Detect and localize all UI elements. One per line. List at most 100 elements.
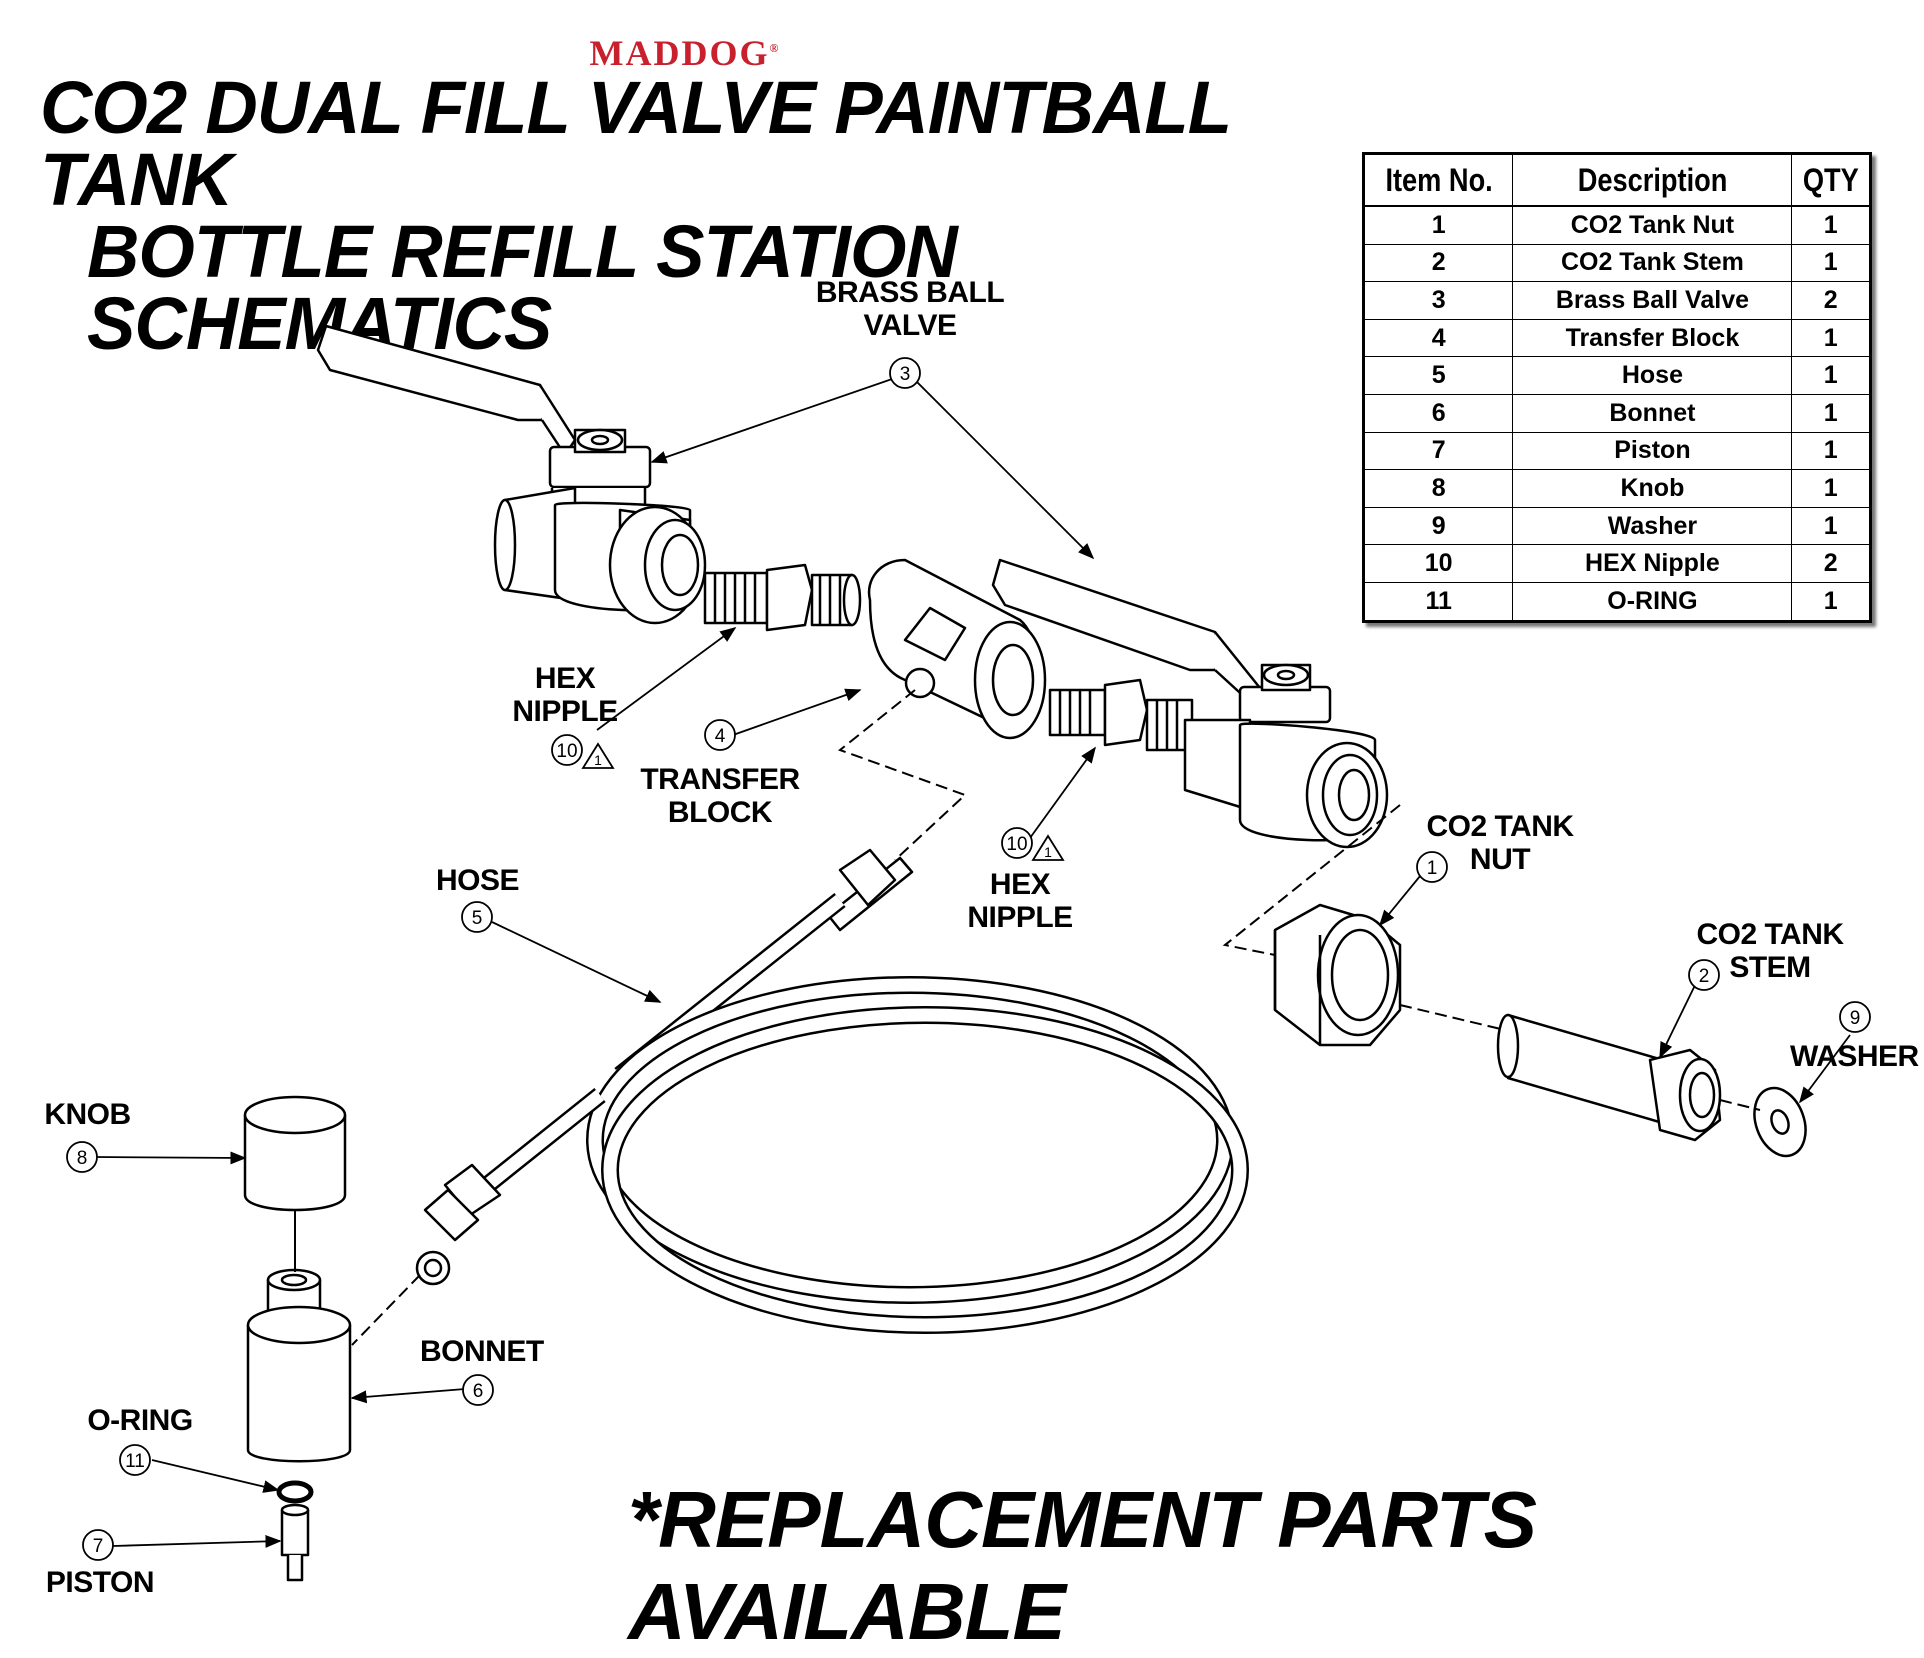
cell-qty: 1 <box>1791 318 1871 357</box>
cell-description: Washer <box>1512 506 1792 545</box>
callout-circle-9 <box>1839 1001 1871 1033</box>
table-header-row: Item No. Description QTY <box>1364 153 1871 207</box>
cell-item-no: 5 <box>1363 356 1513 395</box>
callout-3: 3 <box>900 364 911 385</box>
label-line: BLOCK <box>667 796 773 829</box>
label-line: CO2 TANK <box>1426 810 1574 843</box>
cell-qty: 1 <box>1791 243 1871 282</box>
assembly-line-stem-to-washer <box>1719 1099 1761 1111</box>
co2-tank-stem <box>1496 1013 1722 1142</box>
label-knob: KNOB <box>44 1098 131 1131</box>
callout-11: 11 <box>125 1451 145 1472</box>
header-item-no: Item No. <box>1374 153 1502 207</box>
leader-11 <box>151 1459 280 1493</box>
assembly-line-block-to-hose <box>837 689 967 861</box>
cell-item-no: 3 <box>1363 281 1513 320</box>
leader-1 <box>1378 869 1426 927</box>
label-line: TRANSFER <box>640 763 800 796</box>
title-line-1: CO2 DUAL FILL VALVE PAINTBALL TANK <box>40 66 1231 221</box>
leader-2 <box>1659 974 1701 1059</box>
callout-4: 4 <box>715 726 726 747</box>
bonnet <box>246 1268 352 1463</box>
brass-ball-valve-left <box>316 324 707 625</box>
brass-ball-valve-right <box>991 558 1389 849</box>
warning-triangle-right-icon <box>1031 834 1065 861</box>
label-hose: HOSE <box>435 864 520 897</box>
replacement-parts-banner: *REPLACEMENT PARTS AVAILABLE <box>628 1475 1537 1656</box>
assembly-line-valve-to-nut <box>1222 804 1401 956</box>
callout-circle-10-right <box>1001 827 1033 859</box>
callout-circle-11 <box>119 1444 151 1476</box>
cell-description: CO2 Tank Stem <box>1512 243 1792 282</box>
cell-qty: 1 <box>1791 431 1871 470</box>
callout-8: 8 <box>77 1148 88 1169</box>
callout-7: 7 <box>93 1536 104 1557</box>
cell-qty: 1 <box>1791 581 1871 622</box>
piston <box>280 1503 310 1582</box>
label-line: CO2 TANK <box>1696 918 1844 951</box>
hose <box>415 848 1249 1334</box>
page-title: CO2 DUAL FILL VALVE PAINTBALL TANK BOTTL… <box>40 66 1314 365</box>
label-brass-ball-valve: BRASS BALL VALVE <box>810 276 1010 342</box>
label-line: VALVE <box>863 309 957 342</box>
brand-name: MADDOG <box>589 33 770 73</box>
assembly-line-hose-to-bonnet <box>351 1274 421 1346</box>
label-line: BRASS BALL <box>815 276 1005 309</box>
callout-10-left: 10 <box>556 741 577 762</box>
leader-6 <box>350 1388 466 1404</box>
cell-description: CO2 Tank Nut <box>1512 205 1792 245</box>
leader-5 <box>491 921 662 1003</box>
label-line: NUT <box>1469 843 1531 876</box>
leader-10-right <box>1029 746 1096 839</box>
cell-description: Brass Ball Valve <box>1512 281 1792 320</box>
label-washer: WASHER <box>1790 1040 1919 1073</box>
cell-qty: 1 <box>1791 469 1871 508</box>
o-ring <box>276 1480 314 1504</box>
leader-3-left <box>650 377 896 464</box>
callout-2: 2 <box>1699 966 1710 987</box>
warning-number-left: 1 <box>594 752 602 768</box>
callout-circle-6 <box>462 1374 494 1406</box>
cell-qty: 1 <box>1791 393 1871 433</box>
cell-description: Transfer Block <box>1512 318 1792 357</box>
cell-qty: 1 <box>1791 205 1871 245</box>
leader-8 <box>94 1151 247 1165</box>
transfer-block <box>867 558 1047 740</box>
label-bonnet: BONNET <box>420 1335 544 1368</box>
cell-description: O-RING <box>1512 581 1792 622</box>
leader-7 <box>112 1534 282 1548</box>
warning-triangle-left-icon <box>581 742 615 769</box>
callout-circle-1 <box>1416 851 1448 883</box>
callout-5: 5 <box>472 908 483 929</box>
label-hex-nipple-right: HEX NIPPLE <box>960 868 1080 934</box>
hex-nipple-right <box>1048 678 1194 752</box>
callout-9: 9 <box>1850 1008 1861 1029</box>
leader-9 <box>1799 1034 1851 1104</box>
label-line: NIPPLE <box>512 695 618 728</box>
cell-item-no: 2 <box>1363 243 1513 282</box>
label-o-ring: O-RING <box>87 1404 193 1437</box>
cell-qty: 1 <box>1791 356 1871 395</box>
cell-item-no: 6 <box>1363 393 1513 433</box>
co2-tank-nut <box>1273 903 1402 1047</box>
leader-4 <box>732 688 862 736</box>
cell-item-no: 9 <box>1363 506 1513 545</box>
cell-item-no: 11 <box>1363 581 1513 622</box>
leader-3-right <box>914 379 1095 560</box>
callout-circle-7 <box>82 1529 114 1561</box>
cell-description: HEX Nipple <box>1512 544 1792 583</box>
cell-description: Piston <box>1512 431 1792 470</box>
cell-qty: 1 <box>1791 506 1871 545</box>
cell-qty: 2 <box>1791 544 1871 583</box>
title-line-2: BOTTLE REFILL STATION SCHEMATICS <box>87 210 958 365</box>
